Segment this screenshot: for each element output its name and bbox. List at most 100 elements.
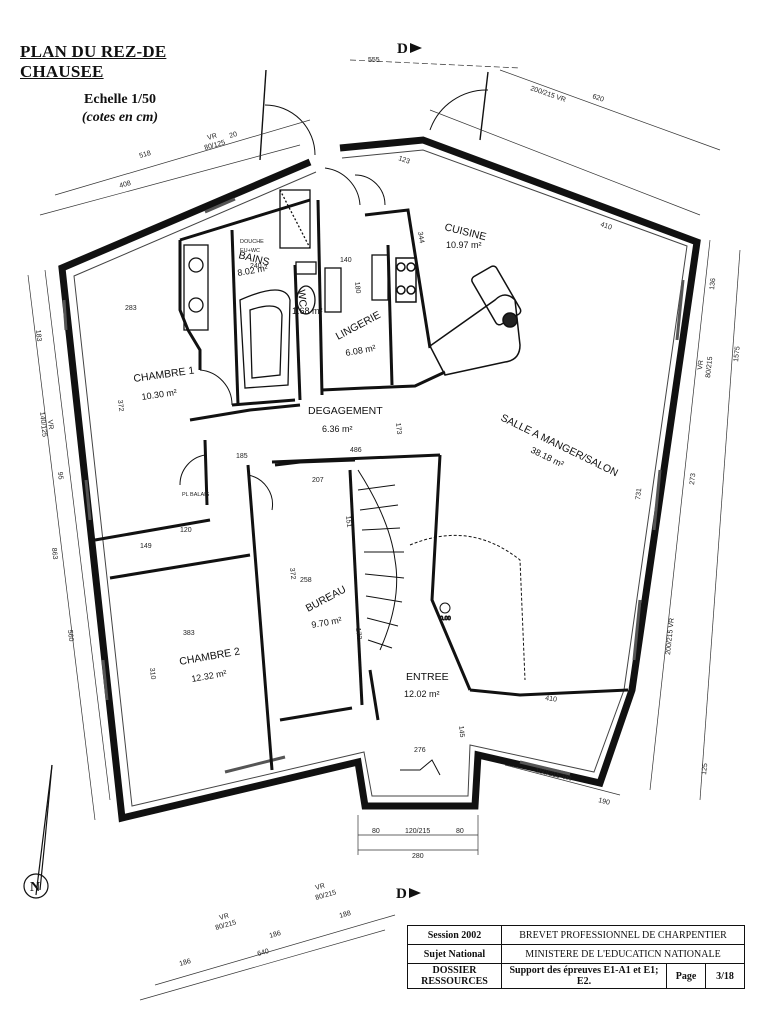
dim-label: 188 xyxy=(339,910,352,920)
washbasins xyxy=(183,244,209,331)
dim-label: 123 xyxy=(397,155,410,165)
dim-label: 410 xyxy=(545,695,558,704)
dim-label: 310 xyxy=(148,667,156,679)
dim-label: 1575 xyxy=(733,346,742,362)
section-mark-top: D xyxy=(397,41,408,57)
dimension-labels: 518 408 VR 80/125 20 555 200/215 VR 620 … xyxy=(34,57,742,968)
dim-label: 151 xyxy=(344,515,352,527)
window-marks xyxy=(62,197,685,776)
dim-label: 136 xyxy=(709,278,717,290)
dim-label: VR xyxy=(46,419,54,429)
room-label-bureau: BUREAU xyxy=(304,584,348,615)
dim-label: 273 xyxy=(689,473,697,485)
level-mark: 0.00 xyxy=(440,616,451,622)
dim-label: 186 xyxy=(179,958,192,968)
dim-label: VR xyxy=(207,133,218,142)
outer-wall-inner-line xyxy=(73,149,688,807)
dim-label: VR xyxy=(315,883,326,892)
fixture-label-placard: PL BALAIS xyxy=(182,492,210,498)
room-label-wc: WC xyxy=(295,289,309,308)
toilet xyxy=(296,285,316,315)
dim-label: VR xyxy=(219,913,230,922)
fixture-label-eu-wc: EU+WC xyxy=(240,248,260,254)
room-label-chambre-1: CHAMBRE 1 xyxy=(133,365,195,385)
dim-label: 486 xyxy=(350,447,362,454)
dim-label: 207 xyxy=(312,477,324,484)
interior-walls xyxy=(94,198,629,771)
title-block: PLAN DU REZ-DE CHAUSEE Echelle 1/50 (cot… xyxy=(20,42,220,126)
cartouche-diploma: BREVET PROFESSIONNEL DE CHARPENTIER xyxy=(501,925,745,945)
cartouche-ministry: MINISTERE DE L'EDUCATICN NATIONALE xyxy=(501,944,745,964)
dim-label: 80 xyxy=(372,828,380,835)
dim-label: 185 xyxy=(236,453,248,460)
dim-label: 863 xyxy=(50,547,58,559)
fixture-labels: DOUCHE EU+WC PL BALAIS xyxy=(182,239,264,498)
room-area-degagement: 6.36 m² xyxy=(322,424,353,434)
room-area-chambre-1: 10.30 m² xyxy=(141,387,178,402)
bathroom-fixtures xyxy=(183,189,389,389)
walls xyxy=(58,136,701,823)
section-mark-bottom: D xyxy=(396,886,407,902)
dim-label: 560 xyxy=(66,629,74,641)
dim-label: 372 xyxy=(288,567,296,579)
dim-label: 731 xyxy=(635,488,643,500)
dim-label: 149 xyxy=(140,543,152,550)
dim-label: 410 xyxy=(599,221,612,231)
room-label-degagement: DEGAGEMENT xyxy=(308,405,383,417)
dim-label: 80/215 xyxy=(705,356,714,378)
dim-label: 518 xyxy=(139,150,152,160)
dim-label: 172 xyxy=(354,627,362,639)
laundry-unit xyxy=(371,254,389,301)
room-label-salle-a-manger: SALLE A MANGER/SALON xyxy=(499,412,620,479)
dim-label: 240 xyxy=(250,263,262,270)
cartouche-session: Session 2002 xyxy=(407,925,502,945)
plan-scale: Echelle 1/50 xyxy=(84,92,156,107)
outer-wall xyxy=(58,136,701,823)
dim-label: 145 xyxy=(457,725,465,737)
dim-label: 140/125 xyxy=(38,411,48,437)
section-arrow-bottom-icon xyxy=(409,888,421,898)
room-area-lingerie: 6.08 m² xyxy=(345,343,377,358)
title-cartouche: Session 2002 BREVET PROFESSIONNEL DE CHA… xyxy=(407,925,745,989)
compass-letter: N xyxy=(30,880,40,895)
dim-label: 183 xyxy=(34,329,42,341)
room-area-bains: 8.02 m² xyxy=(237,263,269,278)
dim-label: 120/215 xyxy=(405,828,430,835)
dim-label: 140 xyxy=(340,257,352,264)
north-arrow-icon: N xyxy=(23,764,53,899)
cartouche-page-value: 3/18 xyxy=(705,963,745,989)
dim-label: 640 xyxy=(257,948,270,958)
cartouche-page-label: Page xyxy=(666,963,706,989)
room-area-bureau: 9.70 m² xyxy=(311,615,343,630)
dim-label: 344 xyxy=(416,231,425,244)
dim-label: 120 xyxy=(180,527,192,534)
dim-label: 276 xyxy=(414,747,426,754)
dim-label: 173 xyxy=(394,422,402,434)
cartouche-support: Support des épreuves E1-A1 et E1; E2. xyxy=(501,963,667,989)
staircase: 0.00 xyxy=(357,469,526,681)
room-area-chambre-2: 12.32 m² xyxy=(191,668,228,684)
room-label-entree: ENTREE xyxy=(406,671,449,683)
section-marks: D D xyxy=(396,41,422,902)
dim-label: 186 xyxy=(269,930,282,940)
dim-label: 408 xyxy=(119,180,132,190)
dim-label: 80 xyxy=(456,828,464,835)
dim-label: 620 xyxy=(591,93,604,103)
cartouche-subject: Sujet National xyxy=(407,944,502,964)
dim-label: 283 xyxy=(125,305,137,312)
doors xyxy=(179,69,489,776)
dim-label: VR xyxy=(697,360,705,370)
dim-label: 125 xyxy=(701,763,709,775)
cartouche-dossier: DOSSIER RESSOURCES xyxy=(407,963,502,989)
room-area-wc: 1.68 m² xyxy=(292,306,323,316)
dim-label: 80/125 xyxy=(204,139,227,152)
room-area-cuisine: 10.97 m² xyxy=(446,240,482,250)
room-area-entree: 12.02 m² xyxy=(404,689,440,699)
dim-label: 80/215 xyxy=(215,919,238,932)
dim-label: 258 xyxy=(300,577,312,584)
bathtub xyxy=(239,289,291,389)
fixture-label-douche: DOUCHE xyxy=(240,239,264,245)
plan-units: (cotes en cm) xyxy=(81,110,159,125)
dim-label: 190 xyxy=(598,797,611,807)
dim-label: 20 xyxy=(229,131,239,140)
